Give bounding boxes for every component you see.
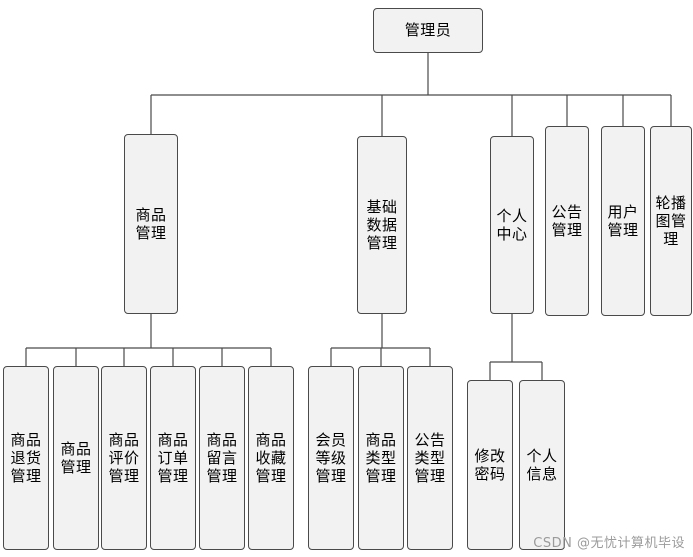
node-goods-item-management: 商品 管理	[53, 366, 99, 550]
node-goods-management: 商品 管理	[124, 134, 178, 314]
node-goods-item-management-label: 商品 管理	[60, 439, 92, 476]
watermark: CSDN @无忧计算机毕设	[533, 536, 685, 551]
node-root: 管理员	[373, 8, 483, 53]
node-announcement-management-label: 公告 管理	[551, 202, 583, 239]
node-member-level-management-label: 会员 等级 管理	[315, 430, 347, 486]
node-change-password-label: 修改 密码	[474, 446, 506, 483]
node-goods-message-management-label: 商品 留言 管理	[206, 430, 238, 486]
node-user-management-label: 用户 管理	[607, 202, 639, 239]
node-member-level-management: 会员 等级 管理	[308, 366, 354, 550]
node-banner-management: 轮播 图管 理	[650, 126, 692, 316]
node-announcement-type-management: 公告 类型 管理	[407, 366, 453, 550]
node-root-label: 管理员	[404, 21, 452, 40]
node-goods-order-management-label: 商品 订单 管理	[157, 430, 189, 486]
node-user-management: 用户 管理	[601, 126, 645, 316]
node-basic-data-management-label: 基础 数据 管理	[366, 197, 398, 253]
node-goods-message-management: 商品 留言 管理	[199, 366, 245, 550]
node-personal-information-label: 个人 信息	[526, 446, 558, 483]
node-announcement-type-management-label: 公告 类型 管理	[414, 430, 446, 486]
node-banner-management-label: 轮播 图管 理	[655, 193, 687, 249]
node-goods-collection-management: 商品 收藏 管理	[248, 366, 294, 550]
node-goods-category-management-label: 商品 类型 管理	[365, 430, 397, 486]
node-change-password: 修改 密码	[467, 380, 513, 550]
node-goods-order-management: 商品 订单 管理	[150, 366, 196, 550]
node-goods-category-management: 商品 类型 管理	[358, 366, 404, 550]
node-personal-information: 个人 信息	[519, 380, 565, 550]
node-basic-data-management: 基础 数据 管理	[357, 136, 407, 314]
node-personal-center-label: 个人 中心	[496, 206, 528, 243]
node-goods-collection-management-label: 商品 收藏 管理	[255, 430, 287, 486]
node-goods-review-management: 商品 评价 管理	[101, 366, 147, 550]
node-announcement-management: 公告 管理	[545, 126, 589, 316]
node-goods-return-management: 商品 退货 管理	[3, 366, 49, 550]
node-personal-center: 个人 中心	[490, 136, 534, 314]
node-goods-review-management-label: 商品 评价 管理	[108, 430, 140, 486]
node-goods-management-label: 商品 管理	[135, 205, 167, 242]
node-goods-return-management-label: 商品 退货 管理	[10, 430, 42, 486]
